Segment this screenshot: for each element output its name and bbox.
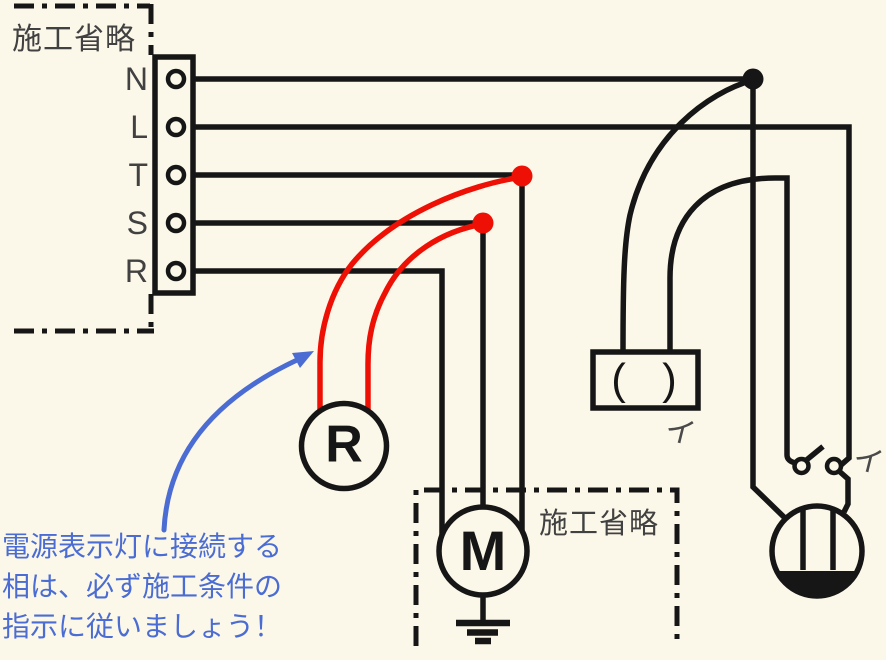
note-arrow: [161, 357, 300, 533]
note-line-1: 電源表示灯に接続する: [2, 531, 283, 562]
switch-blade: [804, 444, 825, 463]
switch-contact-left: [792, 456, 811, 476]
wire-switch-to-lamp: [837, 468, 851, 514]
note-line-2: 相は、必ず施工条件の: [2, 571, 283, 602]
lamp-filled-segment: [776, 571, 858, 597]
red-wire-t-to-lamp: [317, 174, 525, 413]
source-panel-label: 施工省略: [12, 23, 136, 56]
red-wire-s-to-lamp: [365, 221, 486, 414]
wire-r-to-motor: [184, 268, 445, 535]
terminal-label-t: T: [128, 157, 148, 193]
annotation-note: 電源表示灯に接続する 相は、必ず施工条件の 指示に従いましょう！: [2, 527, 282, 647]
device-box-rect: [590, 349, 701, 411]
terminal-label-l: L: [130, 109, 148, 145]
junction-dot-n: [742, 68, 764, 90]
red-junction-dot-s: [472, 212, 494, 234]
red-junction-dot-t: [511, 165, 533, 187]
terminal-circle-s: [165, 212, 187, 234]
motor-letter: M: [459, 518, 507, 582]
wire-n-drop-to-lamp: [750, 79, 788, 521]
ground-symbol: [456, 619, 510, 645]
lamp-slot-lines: [800, 509, 836, 570]
switch-contact-right: [824, 456, 844, 476]
terminal-circle-r: [165, 260, 187, 282]
terminal-label-n: N: [124, 61, 148, 97]
terminal-circle-n: [165, 68, 187, 90]
terminal-block: [152, 54, 196, 296]
wire-l: [184, 124, 852, 468]
wire-n-curve-to-box: [620, 77, 754, 354]
terminal-circle-t: [165, 164, 187, 186]
terminal-label-s: S: [126, 205, 148, 241]
power-lamp-letter: R: [325, 415, 363, 474]
motor-panel-label: 施工省略: [539, 508, 660, 540]
terminal-label-r: R: [124, 253, 148, 289]
note-line-3: 指示に従いましょう！: [2, 611, 283, 642]
note-arrowhead-icon: [292, 351, 314, 368]
device-box-label: ( ): [611, 355, 689, 404]
omitted-motor-border: [413, 487, 680, 646]
terminal-circle-l: [165, 116, 187, 138]
power-lamp-circle: [298, 400, 390, 492]
wire-box-to-switch: [667, 175, 797, 466]
